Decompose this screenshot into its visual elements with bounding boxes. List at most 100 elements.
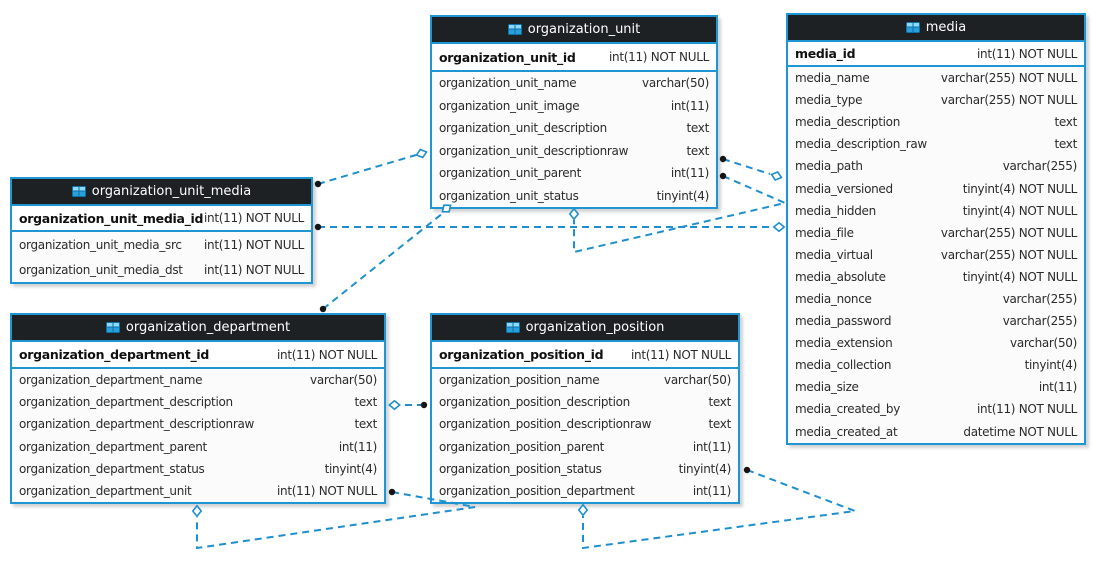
- column-row[interactable]: media_size int(11): [788, 376, 1084, 398]
- column-name: organization_department_descriptionraw: [19, 417, 255, 432]
- column-name: organization_position_name: [439, 373, 600, 388]
- column-type: varchar(255): [1002, 314, 1078, 329]
- table-header[interactable]: organization_department: [12, 315, 384, 342]
- table-header[interactable]: organization_unit_media: [12, 179, 311, 206]
- relationship-position-to-department[interactable]: [388, 399, 428, 411]
- column-name: organization_unit_descriptionraw: [439, 143, 629, 158]
- column-name: media_virtual: [795, 247, 873, 262]
- column-type: varchar(255) NOT NULL: [940, 93, 1077, 108]
- relationship-unitmedia-to-media[interactable]: [314, 221, 786, 233]
- column-name: organization_position_descriptionraw: [439, 417, 652, 432]
- pk-name: organization_unit_media_id: [19, 210, 204, 226]
- column-type: text: [354, 417, 378, 432]
- column-row[interactable]: organization_department_descriptionraw te…: [12, 413, 384, 435]
- column-type: text: [1054, 137, 1078, 152]
- column-name: media_hidden: [795, 203, 876, 218]
- column-name: media_type: [795, 93, 863, 108]
- pk-type: int(11) NOT NULL: [631, 347, 731, 362]
- column-name: media_versioned: [795, 181, 893, 196]
- relationship-unit-to-media[interactable]: [719, 155, 783, 182]
- table-title: organization_unit_media: [91, 184, 252, 199]
- column-type: varchar(50): [310, 373, 377, 388]
- table-icon: [71, 186, 86, 197]
- pk-name: organization_unit_id: [439, 49, 576, 65]
- column-row[interactable]: media_type varchar(255) NOT NULL: [788, 89, 1084, 111]
- table-organization_unit_media[interactable]: organization_unit_media organization_unit…: [10, 177, 313, 284]
- column-name: organization_unit_image: [439, 98, 580, 113]
- column-row[interactable]: media_path varchar(255): [788, 155, 1084, 177]
- pk-type: int(11) NOT NULL: [277, 347, 377, 362]
- column-name: organization_department_status: [19, 461, 205, 476]
- column-type: varchar(50): [642, 76, 709, 91]
- column-name: organization_position_parent: [439, 439, 605, 454]
- relationship-department-to-unit[interactable]: [319, 202, 453, 313]
- column-name: organization_position_department: [439, 484, 635, 499]
- column-type: int(11) NOT NULL: [204, 237, 304, 252]
- column-name: organization_department_name: [19, 373, 203, 388]
- column-type: int(11): [1038, 380, 1077, 395]
- column-name: media_size: [795, 380, 859, 395]
- column-type: tinyint(4) NOT NULL: [962, 203, 1078, 218]
- column-name: media_extension: [795, 336, 893, 351]
- column-row[interactable]: media_hidden tinyint(4) NOT NULL: [788, 200, 1084, 222]
- column-row[interactable]: organization_department_name varchar(50): [12, 369, 384, 391]
- table-title: organization_unit: [527, 22, 641, 37]
- table-organization_position[interactable]: organization_position organization_positi…: [430, 313, 740, 505]
- column-row[interactable]: organization_unit_descriptionraw text: [432, 140, 716, 163]
- column-name: media_path: [795, 159, 863, 174]
- column-type: varchar(255): [1002, 159, 1078, 174]
- column-type: int(11): [692, 439, 731, 454]
- table-title: organization_position: [525, 320, 665, 335]
- column-type: int(11) NOT NULL: [277, 484, 377, 499]
- table-header[interactable]: media: [788, 15, 1084, 42]
- table-header[interactable]: organization_unit: [432, 17, 716, 44]
- column-row[interactable]: organization_position_parent int(11): [432, 436, 738, 458]
- column-name: media_created_at: [795, 424, 898, 439]
- column-type: text: [686, 143, 710, 158]
- column-name: media_absolute: [795, 269, 886, 284]
- table-icon: [105, 322, 120, 333]
- relationship-unitmedia-to-unit[interactable]: [314, 148, 428, 188]
- column-name: organization_department_parent: [19, 439, 207, 454]
- table-header[interactable]: organization_position: [432, 315, 738, 342]
- column-type: text: [354, 395, 378, 410]
